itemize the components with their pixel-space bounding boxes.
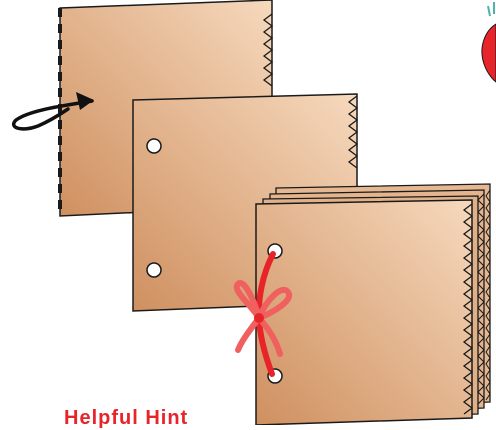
punch-hole-top: [147, 139, 161, 153]
punch-hole-bottom: [147, 263, 161, 277]
bow-knot: [254, 313, 264, 323]
helpful-hint-caption: Helpful Hint: [64, 407, 188, 430]
stack-front-sheet: [256, 200, 472, 425]
red-ornament-icon: [482, 2, 496, 82]
sheet-step-3: [237, 184, 490, 425]
